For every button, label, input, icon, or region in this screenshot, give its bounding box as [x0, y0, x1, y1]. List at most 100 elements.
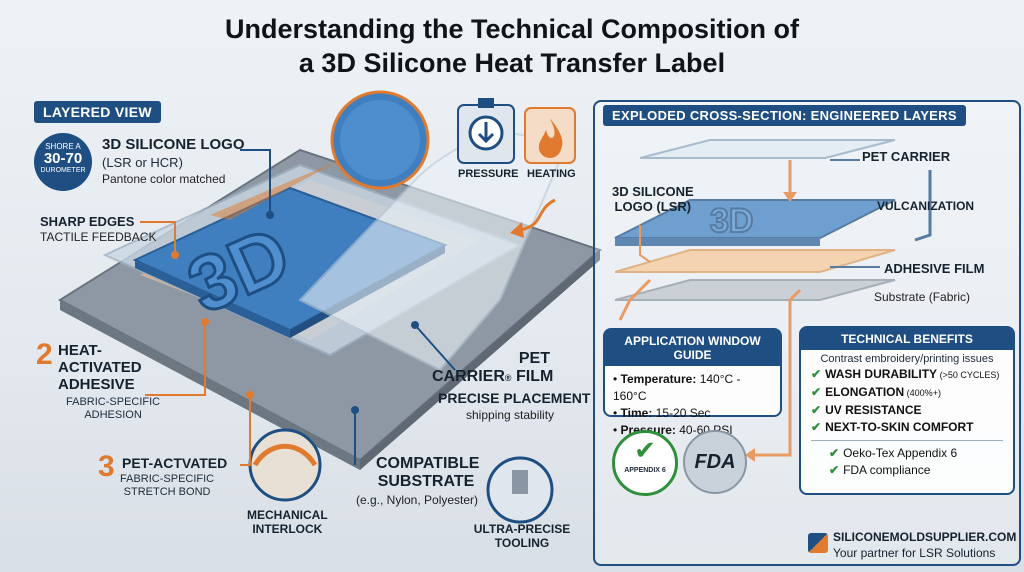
app-window-item: • Temperature: 140°C - 160°C: [613, 372, 741, 403]
compatible-substrate-title: COMPATIBLE SUBSTRATE: [376, 455, 480, 491]
benefit-note: (>50 CYCLES): [937, 370, 1000, 380]
check-icon: ✔: [811, 385, 822, 399]
benefit-label: WASH DURABILITY: [825, 367, 938, 381]
appendix-check-icon: ✔: [634, 435, 656, 465]
fda-badge: FDA: [683, 430, 747, 494]
heat-activated-sub: FABRIC-SPECIFIC ADHESION: [66, 396, 160, 422]
check-icon: ✔: [829, 446, 840, 460]
appendix-6-badge: ✔ APPENDIX 6: [612, 430, 678, 496]
heating-label: HEATING: [527, 168, 576, 180]
pet3-sub-line-2: STRETCH BOND: [123, 486, 211, 498]
pressure-label: PRESSURE: [458, 168, 519, 180]
benefit-label: NEXT-TO-SKIN COMFORT: [825, 420, 974, 434]
cert-item: ✔Oeko-Tex Appendix 6: [829, 445, 985, 462]
precise-placement: PRECISE PLACEMENT: [438, 390, 591, 406]
shore-badge-top: SHORE A: [45, 142, 81, 151]
application-window-head: APPLICATION WINDOW GUIDE: [605, 330, 780, 366]
step-2-number: 2: [36, 338, 53, 371]
heat-sub-line-2: ADHESION: [84, 409, 142, 421]
compat-line-2: SUBSTRATE: [377, 473, 475, 490]
check-icon: ✔: [811, 367, 822, 381]
benefit-label: ELONGATION: [825, 385, 905, 399]
appendix-badge-text: APPENDIX 6: [624, 467, 666, 474]
certs-list: ✔Oeko-Tex Appendix 6✔FDA compliance: [801, 445, 1013, 479]
benefit-note: (400%+): [904, 388, 941, 398]
app-window-item-label: Temperature:: [620, 372, 700, 386]
benefit-item: ✔UV RESISTANCE: [811, 402, 1003, 419]
tooling-line-1: ULTRA-PRECISE: [473, 522, 571, 536]
app-window-item-value: 140°C - 160°C: [613, 372, 741, 403]
cert-label: Oeko-Tex Appendix 6: [843, 446, 958, 460]
interlock-detail: [248, 428, 322, 502]
exploded-substrate: [614, 279, 896, 301]
tooling-label: ULTRA-PRECISE TOOLING: [472, 522, 572, 550]
pet-carrier-film-label: PET: [468, 350, 550, 368]
benefit-item: ✔WASH DURABILITY (>50 CYCLES): [811, 366, 1003, 384]
vulcanization-label: VULCANIZATION: [877, 199, 975, 213]
compatible-substrate-sub: (e.g., Nylon, Polyester): [356, 493, 479, 507]
adhesive-film-label: ADHESIVE FILM: [884, 261, 985, 276]
cert-item: ✔FDA compliance: [829, 462, 985, 479]
benefit-label: UV RESISTANCE: [825, 403, 922, 417]
check-icon: ✔: [811, 420, 822, 434]
pet-activated-sub: FABRIC-SPECIFIC STRETCH BOND: [120, 473, 214, 499]
check-icon: ✔: [829, 463, 840, 477]
shore-badge: SHORE A 30-70 DUROMETER: [34, 133, 92, 191]
page-title: Understanding the Technical Composition …: [0, 12, 1024, 80]
pet-carrier-line-1: PET: [518, 350, 550, 367]
logo-title: 3D SILICONE LOGO: [102, 136, 245, 153]
pet-carrier-line-2: CARRIER: [432, 368, 505, 385]
title-line-2: a 3D Silicone Heat Transfer Label: [298, 48, 726, 78]
cert-label: FDA compliance: [843, 463, 931, 477]
exploded-pet-carrier: [639, 139, 896, 159]
site-logo-icon: [808, 533, 828, 553]
pet3-sub-line-1: FABRIC-SPECIFIC: [120, 473, 215, 485]
exploded-logo-letters: 3D: [710, 202, 753, 240]
heat-title-line-2: ACTIVATED: [58, 359, 142, 376]
pet-carrier-line-3: FILM: [515, 368, 554, 385]
pet-carrier-line-2-wrap: CARRIER® FILM: [432, 368, 554, 385]
footer-site[interactable]: SILICONEMOLDSUPPLIER.COM: [833, 530, 1017, 544]
application-window-box: APPLICATION WINDOW GUIDE • Temperature: …: [603, 328, 782, 437]
shore-badge-bottom: DUROMETER: [40, 167, 86, 174]
benefits-intro: Contrast embroidery/printing issues: [820, 353, 994, 365]
benefit-item: ✔NEXT-TO-SKIN COMFORT: [811, 419, 1003, 436]
benefits-list: ✔WASH DURABILITY (>50 CYCLES)✔ELONGATION…: [801, 366, 1013, 436]
mechanical-interlock-label: MECHANICAL INTERLOCK: [247, 508, 328, 536]
heat-sub-line-1: FABRIC-SPECIFIC: [66, 396, 161, 408]
layered-view-tag: LAYERED VIEW: [34, 101, 161, 123]
exploded-tag: EXPLODED CROSS-SECTION: ENGINEERED LAYER…: [603, 105, 966, 126]
mech-line-1: MECHANICAL: [247, 508, 328, 522]
technical-benefits-box: TECHNICAL BENEFITS Contrast embroidery/p…: [799, 326, 1015, 495]
exploded-adhesive: [614, 249, 896, 273]
exploded-logo-line-2: LOGO (LSR): [614, 199, 692, 214]
benefit-item: ✔ELONGATION (400%+): [811, 384, 1003, 402]
check-icon: ✔: [811, 403, 822, 417]
title-line-1: Understanding the Technical Composition …: [224, 14, 799, 44]
exploded-pet-carrier-label: PET CARRIER: [862, 149, 951, 164]
heat-title-line-3: ADHESIVE: [58, 376, 135, 393]
heating-icon: [524, 107, 576, 164]
app-window-item-label: Time:: [620, 406, 656, 420]
mech-line-2: INTERLOCK: [252, 522, 323, 536]
logo-sub-2: Pantone color matched: [102, 172, 226, 186]
sharp-edges-title: SHARP EDGES: [40, 214, 135, 229]
compat-line-1: COMPATIBLE: [376, 455, 480, 472]
tooling-line-2: TOOLING: [494, 536, 550, 550]
step-3-number: 3: [98, 450, 115, 483]
app-window-item-value: 15-20 Sec: [655, 406, 711, 420]
app-window-item: • Time: 15-20 Sec: [613, 406, 711, 420]
logo-sub-1: (LSR or HCR): [102, 155, 183, 170]
pressure-icon: [457, 98, 515, 164]
shore-badge-range: 30-70: [43, 150, 83, 167]
exploded-logo-line-1: 3D SILICONE: [612, 184, 694, 199]
sharp-edges-sub: TACTILE FEEDBACK: [40, 230, 157, 244]
substrate-fabric-label: Substrate (Fabric): [874, 290, 971, 304]
shipping-stability: shipping stability: [466, 408, 555, 422]
exploded-logo-label: 3D SILICONE LOGO (LSR): [612, 184, 694, 214]
technical-benefits-head: TECHNICAL BENEFITS: [801, 328, 1013, 350]
pet-activated-title: PET-ACTVATED: [122, 455, 228, 471]
heat-title-line-1: HEAT-: [58, 342, 102, 359]
heat-activated-title: HEAT- ACTIVATED ADHESIVE: [58, 342, 142, 393]
